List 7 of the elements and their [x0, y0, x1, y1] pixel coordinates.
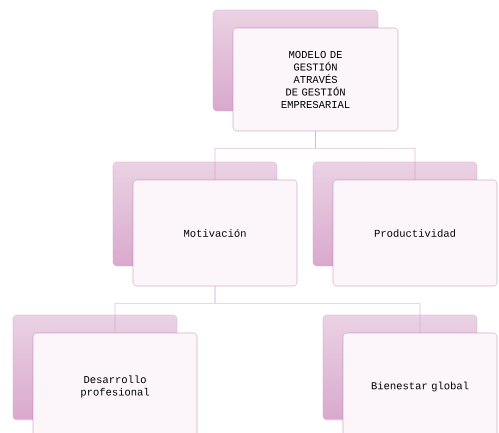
- hierarchy-box: Bienestar global: [342, 332, 498, 433]
- connector-line: [315, 131, 416, 180]
- hierarchy-box: Motivación: [132, 180, 298, 286]
- hierarchy-box: Desarrollo profesional: [32, 332, 198, 433]
- hierarchy-box: Productividad: [332, 180, 498, 286]
- hierarchy-box: MODELO DE GESTIÓN ATRAVÉS DE GESTIÓN EMPRESARIAL: [232, 28, 398, 132]
- connector-line: [214, 286, 420, 333]
